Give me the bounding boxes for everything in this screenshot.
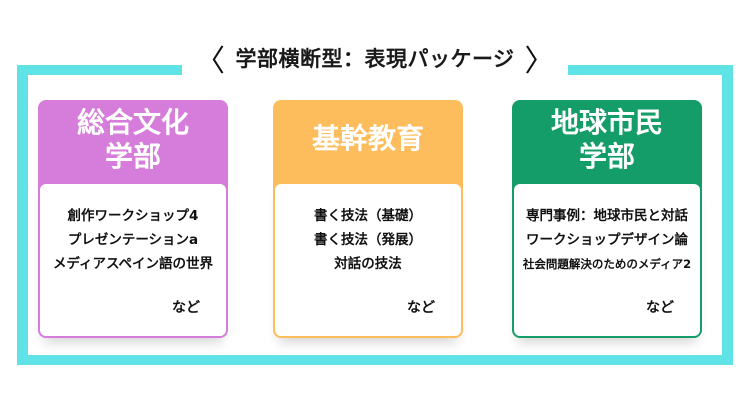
card-title-line1: 地球市民 <box>550 106 663 139</box>
card-body: 専門事例：地球市民と対話 ワークショップデザイン論 社会問題解決のためのメディア… <box>512 182 702 338</box>
card-title-line2: 学部 <box>104 140 161 173</box>
course-item: 専門事例：地球市民と対話 <box>526 208 688 224</box>
course-item: メディアスペイン語の世界 <box>52 256 214 272</box>
frame-bottom-edge <box>17 355 733 365</box>
etc-label: など <box>172 300 200 316</box>
card-title-line1: 総合文化 <box>76 106 189 139</box>
card-kikan-kyoiku: 基幹教育 書く技法（基礎） 書く技法（発展） 対話の技法 など <box>273 100 463 340</box>
package-title-text: 学部横断型：表現パッケージ <box>235 47 515 71</box>
left-bracket-icon: 〈 <box>194 44 226 79</box>
course-item: プレゼンテーションa <box>67 232 199 248</box>
card-chikyu-shimin: 地球市民 学部 専門事例：地球市民と対話 ワークショップデザイン論 社会問題解決… <box>512 100 702 340</box>
frame-top-right-segment <box>568 65 733 75</box>
package-title: 〈 学部横断型：表現パッケージ 〉 <box>185 38 565 79</box>
card-title-line2: 学部 <box>578 140 635 173</box>
course-list: 専門事例：地球市民と対話 ワークショップデザイン論 社会問題解決のためのメディア… <box>510 204 704 276</box>
course-item: ワークショップデザイン論 <box>526 232 688 248</box>
course-list: 創作ワークショップ4 プレゼンテーションa メディアスペイン語の世界 <box>34 204 232 276</box>
frame-top-left-segment <box>17 65 182 75</box>
card-sogo-bunka: 総合文化 学部 創作ワークショップ4 プレゼンテーションa メディアスペイン語の… <box>38 100 228 340</box>
card-header: 総合文化 学部 <box>38 100 228 195</box>
etc-label: など <box>646 300 674 316</box>
frame-left-edge <box>17 65 28 365</box>
course-item: 社会問題解決のためのメディア2 <box>522 257 692 271</box>
course-item: 書く技法（基礎） <box>314 208 422 224</box>
card-header: 地球市民 学部 <box>512 100 702 195</box>
course-list: 書く技法（基礎） 書く技法（発展） 対話の技法 <box>275 204 461 276</box>
frame-right-edge <box>722 65 733 365</box>
course-item: 対話の技法 <box>334 256 402 272</box>
right-bracket-icon: 〉 <box>524 44 556 79</box>
course-item: 書く技法（発展） <box>314 232 422 248</box>
card-body: 書く技法（基礎） 書く技法（発展） 対話の技法 など <box>273 182 463 338</box>
card-title-line1: 基幹教育 <box>311 122 424 155</box>
etc-label: など <box>407 300 435 316</box>
card-header: 基幹教育 <box>273 100 463 195</box>
course-item: 創作ワークショップ4 <box>67 208 199 224</box>
card-body: 創作ワークショップ4 プレゼンテーションa メディアスペイン語の世界 など <box>38 182 228 338</box>
